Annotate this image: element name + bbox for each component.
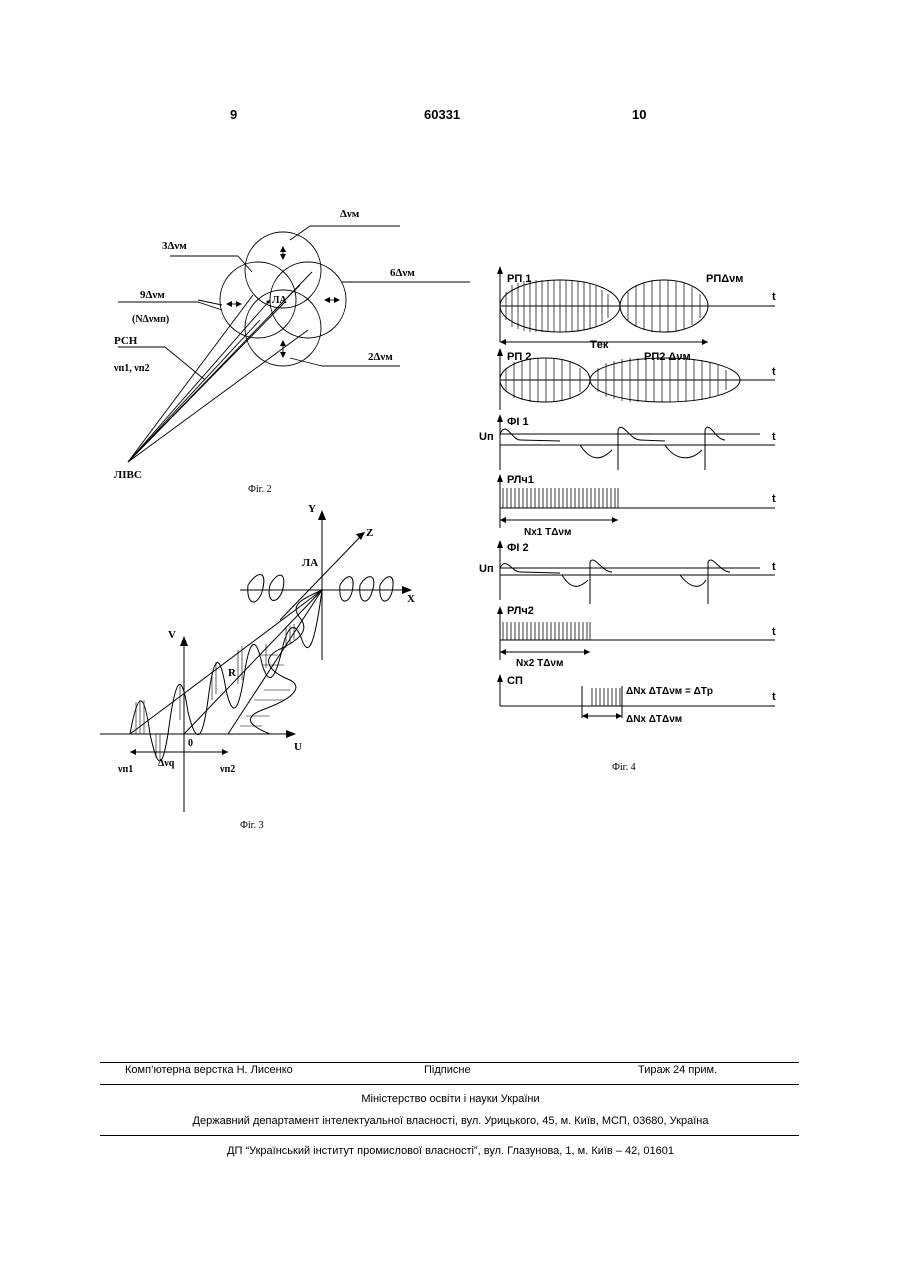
footer-signed: Підписне bbox=[424, 1064, 471, 1076]
fig3-label-x: X bbox=[407, 593, 415, 605]
patent-number: 60331 bbox=[424, 107, 460, 122]
fig4-caption: Фіг. 4 bbox=[612, 762, 636, 773]
fig4-label-nx1: Nх1 TΔνм bbox=[524, 527, 571, 538]
fig4-t-label: t bbox=[772, 691, 776, 703]
fig2-label-dv: Δνм bbox=[340, 208, 360, 220]
footer-rule-middle bbox=[100, 1084, 799, 1085]
fig4-label-un2: Uп bbox=[479, 563, 494, 575]
fig2-label-freqs: νп1, νп2 bbox=[113, 363, 149, 374]
fig4-label-rlch1: РЛч1 bbox=[507, 474, 534, 486]
fig4-t-label: t bbox=[772, 493, 776, 505]
fig3-label-y: Y bbox=[308, 503, 316, 515]
fig4-label-rp1: РП 1 bbox=[507, 273, 531, 285]
fig2-label-9dv: 9Δνм bbox=[140, 289, 165, 301]
fig4-t-label: t bbox=[772, 431, 776, 443]
fig3-label-la: ЛА bbox=[302, 557, 318, 569]
fig3-caption: Фіг. 3 bbox=[240, 820, 264, 831]
fig2-caption: Фіг. 2 bbox=[248, 484, 272, 495]
fig2-label-3dv: 3Δνм bbox=[162, 240, 187, 252]
footer-institute: ДП “Український інститут промислової вла… bbox=[0, 1145, 901, 1157]
footer-ministry: Міністерство освіти і науки України bbox=[0, 1093, 901, 1105]
fig4-label-un: Uп bbox=[479, 431, 494, 443]
fig4-label-rp2-dv: РП2 Δνм bbox=[644, 351, 691, 363]
fig4-t-label: t bbox=[772, 291, 776, 303]
fig4-label-fi1: ФІ 1 bbox=[507, 416, 529, 428]
fig4-label-nx2: Nх2 TΔνм bbox=[516, 658, 563, 669]
footer-rule-top bbox=[100, 1062, 799, 1063]
fig2-label-libs: ЛІВС bbox=[114, 469, 142, 481]
figure-4: РП 1 РПΔνм Tек РП 2 РП2 Δνм ФІ 1 Uп РЛч1… bbox=[478, 262, 798, 742]
fig3-label-vn2: νп2 bbox=[219, 764, 235, 775]
figure-2: Δνм 3Δνм 6Δνм 9Δνм (NΔνмп) РСН νп1, νп2 … bbox=[100, 200, 480, 500]
footer-layout-credit: Комп’ютерна верстка Н. Лисенко bbox=[125, 1064, 293, 1076]
fig3-label-zero: 0 bbox=[188, 738, 193, 749]
fig4-t-label: t bbox=[772, 626, 776, 638]
fig2-label-6dv: 6Δνм bbox=[390, 267, 415, 279]
page-number-left: 9 bbox=[230, 107, 237, 122]
fig2-label-rsn: РСН bbox=[114, 335, 138, 347]
fig4-label-sp: СП bbox=[507, 675, 523, 687]
fig4-label-sp-eq: ΔNх ΔTΔνм = ΔTр bbox=[626, 686, 713, 697]
footer-department: Державний департамент інтелектуальної вл… bbox=[0, 1115, 901, 1127]
fig3-label-dvq: Δνq bbox=[158, 758, 175, 769]
fig3-label-vn1: νп1 bbox=[117, 764, 133, 775]
fig4-label-tek: Tек bbox=[590, 339, 609, 351]
fig3-label-r: R bbox=[228, 667, 237, 679]
figure-3: Y Z X ЛА V R U 0 νп1 Δνq νп2 bbox=[95, 495, 445, 825]
fig4-label-rlch2: РЛч2 bbox=[507, 605, 534, 617]
fig4-label-fi2: ФІ 2 bbox=[507, 542, 529, 554]
fig2-label-ndv: (NΔνмп) bbox=[132, 314, 169, 325]
fig4-t-label: t bbox=[772, 561, 776, 573]
fig3-label-z: Z bbox=[366, 527, 373, 539]
footer-rule-bottom bbox=[100, 1135, 799, 1136]
fig3-label-v: V bbox=[168, 629, 176, 641]
fig4-label-sp-width: ΔNх ΔTΔνм bbox=[626, 714, 682, 725]
fig4-label-rp2: РП 2 bbox=[507, 351, 531, 363]
fig2-label-la: ЛА bbox=[272, 295, 287, 306]
footer-circulation: Тираж 24 прим. bbox=[638, 1064, 717, 1076]
fig3-label-u: U bbox=[294, 741, 302, 753]
fig4-label-rp-dv: РПΔνм bbox=[706, 273, 743, 285]
page-number-right: 10 bbox=[632, 107, 646, 122]
fig2-label-2dv: 2Δνм bbox=[368, 351, 393, 363]
fig4-t-label: t bbox=[772, 366, 776, 378]
